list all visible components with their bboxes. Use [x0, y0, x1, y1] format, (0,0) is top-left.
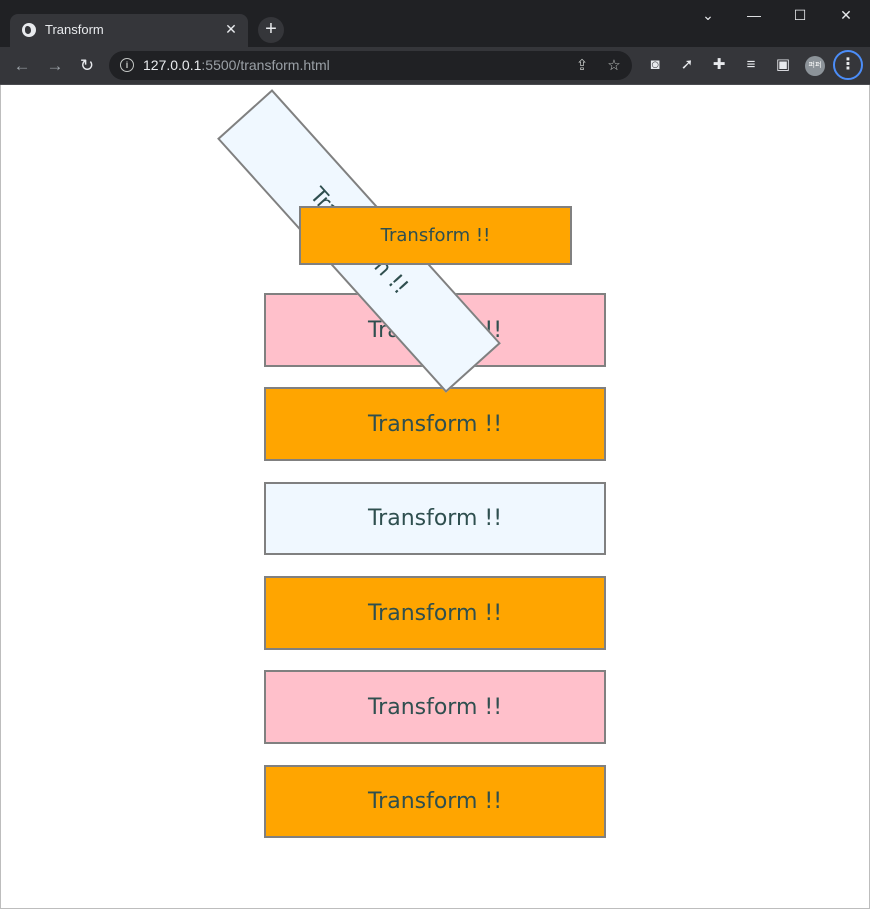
transform-box-label: Transform !!	[367, 789, 503, 814]
transform-box-6: Transform !!	[264, 765, 606, 838]
site-info-icon[interactable]: i	[120, 58, 134, 72]
forward-button[interactable]: →	[46, 56, 64, 75]
transform-box-label: Transform !!	[367, 694, 503, 720]
reload-button[interactable]: ↻	[79, 56, 95, 75]
minimize-button[interactable]: —	[747, 7, 761, 23]
transform-box-label: Transform !!	[367, 506, 503, 531]
page-viewport: Transform !! Transform !! Transform !! T…	[0, 85, 870, 909]
transform-box-label: Transform !!	[367, 600, 503, 626]
browser-toolbar: ← → ↻ i 127.0.0.1:5500/transform.html ⇪ …	[0, 47, 870, 85]
back-button[interactable]: ←	[13, 56, 31, 75]
extensions-puzzle-icon[interactable]: ✚	[712, 56, 726, 73]
reading-list-icon[interactable]: ≡	[746, 56, 756, 73]
transform-box-3: Transform !!	[264, 482, 606, 555]
transform-box-label: Transform !!	[380, 225, 491, 246]
close-tab-icon[interactable]: ✕	[225, 21, 237, 37]
bookmark-star-icon[interactable]: ☆	[607, 57, 621, 74]
globe-icon	[22, 23, 36, 37]
browser-menu-icon[interactable]: ⋮	[833, 50, 863, 80]
transform-box-label: Transform !!	[367, 411, 503, 437]
browser-tab[interactable]: Transform ✕	[10, 14, 248, 47]
side-panel-icon[interactable]: ▣	[775, 56, 791, 73]
cursor-extension-icon[interactable]: ➚	[680, 56, 694, 73]
close-window-button[interactable]: ✕	[840, 7, 852, 23]
transform-box-2: Transform !!	[264, 387, 606, 461]
share-icon[interactable]: ⇪	[575, 57, 589, 74]
browser-titlebar: Transform ✕ + ⌄ — ☐ ✕	[0, 0, 870, 47]
url-text[interactable]: 127.0.0.1:5500/transform.html	[143, 57, 330, 73]
new-tab-button[interactable]: +	[258, 17, 284, 43]
url-path: :5500/transform.html	[201, 57, 330, 73]
address-bar[interactable]: i 127.0.0.1:5500/transform.html ⇪ ☆	[109, 51, 632, 80]
camera-icon[interactable]: ◙	[650, 56, 660, 73]
maximize-button[interactable]: ☐	[793, 7, 807, 23]
transform-box-4: Transform !!	[264, 576, 606, 650]
tab-title: Transform	[45, 22, 104, 37]
tab-search-icon[interactable]: ⌄	[702, 7, 714, 23]
transform-box-5: Transform !!	[264, 670, 606, 744]
profile-avatar[interactable]: 퍼퍼	[805, 56, 825, 76]
transform-box-scaled: Transform !!	[299, 206, 572, 265]
url-host: 127.0.0.1	[143, 57, 202, 73]
